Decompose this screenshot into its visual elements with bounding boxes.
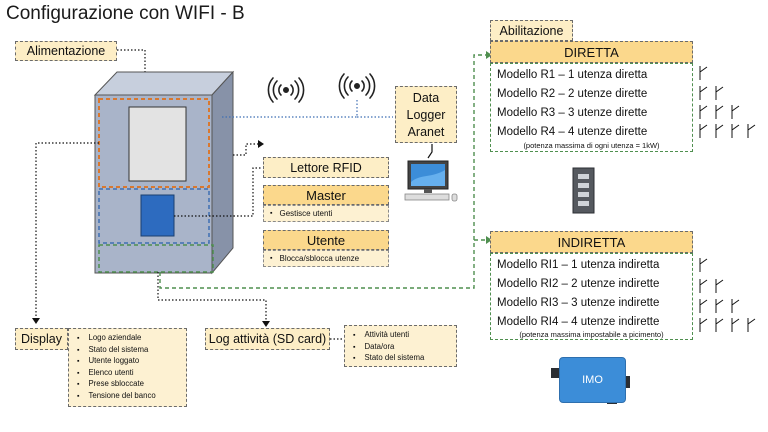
- master-item-text: Gestisce utenti: [279, 209, 333, 218]
- display-item-3: Utente loggato: [77, 356, 186, 368]
- diretta-panel: Modello R1 – 1 utenza diretta Modello R2…: [490, 63, 693, 152]
- log-list: Attività utenti Data/ora Stato del siste…: [344, 325, 457, 367]
- utente-header: Utente: [263, 230, 389, 250]
- imo-device: IMO: [559, 357, 626, 403]
- page-title: Configurazione con WIFI - B: [6, 3, 245, 24]
- diretta-header: DIRETTA: [490, 41, 693, 63]
- indiretta-panel: Modello RI1 – 1 utenza indiretta Modello…: [490, 253, 693, 340]
- log-item-3: Stato del sistema: [353, 353, 456, 365]
- alimentazione-box: Alimentazione: [15, 41, 117, 61]
- master-header: Master: [263, 185, 389, 205]
- indiretta-row-3: Modello RI3 – 3 utenze indirette: [497, 297, 660, 309]
- cabinet-top: [93, 71, 235, 96]
- connector-abilitazione: [159, 54, 490, 289]
- connector-display: [35, 142, 99, 320]
- cabinet-rfid-reader: [140, 194, 175, 237]
- connector-logger: [222, 100, 358, 118]
- diretta-note: (potenza massima di ogni utenza = 1kW): [523, 141, 660, 150]
- switch-icons-diretta: [699, 66, 756, 138]
- display-item-6: Tensione del banco: [77, 391, 186, 403]
- display-box: Display: [15, 328, 68, 350]
- data-logger-box: Data Logger Aranet: [395, 86, 457, 143]
- display-item-1: Logo aziendale: [77, 333, 186, 345]
- utente-item-text: Blocca/sblocca utenze: [279, 254, 360, 263]
- cabinet-sockets-zone: [98, 244, 214, 273]
- wifi-icon-logger: [338, 73, 376, 99]
- indiretta-row-4: Modello RI4 – 4 utenze indirette: [497, 316, 660, 328]
- data-logger-line1: Data: [412, 91, 440, 105]
- data-logger-line2: Logger: [406, 108, 446, 122]
- computer-keyboard: [404, 193, 450, 201]
- cabinet-screen: [128, 106, 187, 182]
- log-item-1: Attività utenti: [353, 330, 456, 342]
- connector-reader: [174, 167, 262, 217]
- indiretta-row-1: Modello RI1 – 1 utenza indiretta: [497, 259, 660, 271]
- computer-icon: [404, 160, 458, 202]
- wifi-icon-cabinet: [267, 77, 305, 103]
- indiretta-row-2: Modello RI2 – 2 utenze indirette: [497, 278, 660, 290]
- switch-icons-indiretta: [699, 258, 756, 332]
- connector-rfid: [233, 143, 262, 156]
- log-item-2: Data/ora: [353, 342, 456, 354]
- data-logger-line3: Aranet: [407, 125, 445, 139]
- master-item: ▪Gestisce utenti: [263, 205, 389, 222]
- connector-log: [157, 272, 267, 323]
- diretta-row-1: Modello R1 – 1 utenza diretta: [497, 69, 648, 81]
- diretta-row-2: Modello R2 – 2 utenze dirette: [497, 88, 648, 100]
- display-item-2: Stato del sistema: [77, 345, 186, 357]
- log-box: Log attività (SD card): [205, 328, 330, 350]
- display-list: Logo aziendale Stato del sistema Utente …: [68, 328, 187, 407]
- cabinet-side: [211, 70, 234, 275]
- lettore-rfid-box: Lettore RFID: [263, 157, 389, 178]
- relay-module-icon: [572, 167, 595, 214]
- display-item-4: Elenco utenti: [77, 368, 186, 380]
- diretta-row-3: Modello R3 – 3 utenze dirette: [497, 107, 648, 119]
- indiretta-note: (potenza massima impostabile a picimento…: [519, 330, 664, 339]
- diretta-row-4: Modello R4 – 4 utenze dirette: [497, 126, 648, 138]
- display-item-5: Prese sbloccate: [77, 379, 186, 391]
- indiretta-header: INDIRETTA: [490, 231, 693, 253]
- connector-alimentazione: [117, 49, 146, 90]
- connector-logger-pc: [427, 144, 433, 159]
- cabinet: [93, 70, 235, 275]
- abilitazione-box: Abilitazione: [490, 20, 573, 41]
- utente-item: ▪Blocca/sblocca utenze: [263, 250, 389, 267]
